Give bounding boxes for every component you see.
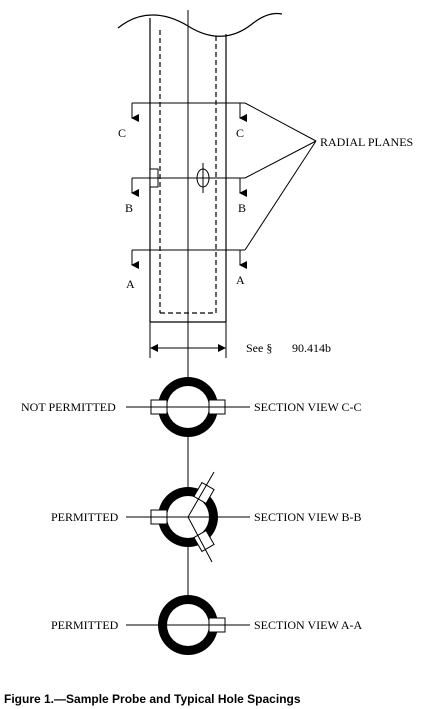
section-a-right-label: SECTION VIEW A-A — [254, 618, 363, 632]
probe-break-line — [117, 12, 283, 37]
plane-c-left: C — [118, 126, 126, 140]
plane-a-right: A — [236, 273, 245, 287]
section-a-a — [126, 595, 250, 655]
section-a-left-label: PERMITTED — [51, 618, 119, 632]
radial-planes-label: RADIAL PLANES — [320, 135, 413, 149]
section-c-left-label: NOT PERMITTED — [21, 400, 116, 414]
section-line-a — [131, 249, 247, 269]
section-c-c — [126, 377, 250, 437]
plane-b-right: B — [238, 201, 246, 215]
plane-a-left: A — [126, 277, 135, 291]
section-b-hole-lower — [193, 529, 215, 553]
section-b-radial-upper — [187, 471, 215, 518]
plane-b-left: B — [125, 201, 133, 215]
figure-number: Figure 1. — [4, 692, 54, 706]
radial-planes-leaders — [244, 102, 317, 251]
section-line-c — [131, 102, 247, 122]
section-b-radial-lower — [187, 516, 213, 563]
dimension-see-symbol: See § — [246, 341, 272, 355]
dimension-reference: 90.414b — [292, 341, 331, 355]
section-b-right-label: SECTION VIEW B-B — [254, 510, 362, 524]
figure-title: —Sample Probe and Typical Hole Spacings — [54, 692, 301, 706]
section-line-b — [131, 177, 247, 197]
section-b-b — [126, 471, 250, 563]
section-c-right-label: SECTION VIEW C-C — [254, 400, 362, 414]
diameter-dimension — [149, 322, 227, 358]
plane-c-right: C — [236, 126, 244, 140]
section-b-left-label: PERMITTED — [51, 510, 119, 524]
figure-caption: Figure 1.—Sample Probe and Typical Hole … — [4, 692, 301, 706]
